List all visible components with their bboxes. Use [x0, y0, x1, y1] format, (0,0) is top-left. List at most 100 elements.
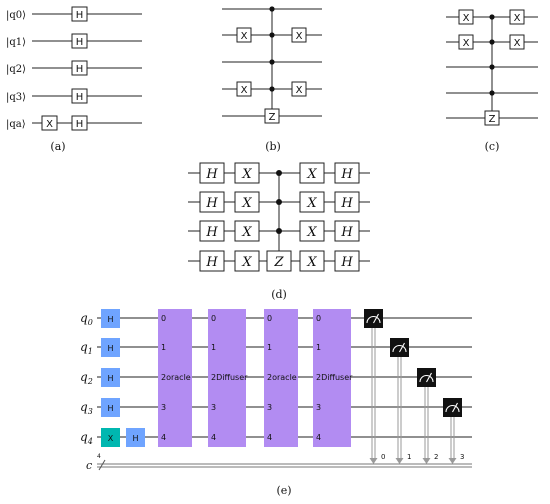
control-dot	[269, 86, 275, 92]
gate-label: X	[463, 13, 470, 24]
gate-label: X	[241, 85, 248, 96]
qubit-label-q3: q3	[80, 400, 93, 416]
svg-text:q3: q3	[80, 400, 93, 416]
diffuser-block: 0 1 2Diffuser 3 4	[208, 309, 248, 447]
panel-d-caption: (d)	[271, 288, 287, 301]
qubit-label-q4: q4	[80, 430, 93, 446]
block-port-label: 4	[316, 433, 321, 442]
classical-register-label: c	[86, 459, 92, 472]
block-port-label: 2Diffuser	[211, 373, 248, 382]
block-port-label: 2Diffuser	[316, 373, 353, 382]
block-port-label: 0	[267, 314, 272, 323]
gate-x: X	[458, 34, 474, 50]
panel-b-caption: (b)	[265, 140, 281, 153]
qubit-index: 0	[88, 318, 93, 327]
qubit-label-q1: q1	[80, 340, 93, 356]
qubit-index: 1	[88, 347, 93, 356]
measurement-q0: 0	[364, 309, 385, 464]
oracle-block: 0 1 2oracle 3 4	[264, 309, 298, 447]
block-port-label: 0	[316, 314, 321, 323]
qubit-label-q1: |q1⟩	[6, 37, 26, 48]
qubit-name: q	[80, 311, 88, 325]
qubit-label-q0: q0	[80, 311, 93, 327]
gate-z: Z	[266, 250, 292, 272]
measure-bit-label: 1	[407, 453, 411, 461]
gate-x: X	[236, 27, 252, 43]
control-dot	[489, 64, 495, 70]
block-port-label: 3	[316, 403, 321, 412]
control-dot	[276, 199, 282, 205]
panel-e: q0 q1 q2 q3 q4 c 4 H H H H X H 0 1 2orac…	[80, 309, 472, 497]
classical-register-width: 4	[97, 453, 101, 460]
gate-x: X	[299, 162, 325, 184]
gate-label: H	[76, 37, 84, 48]
gate-h: H	[199, 220, 225, 242]
gate-label: X	[241, 167, 252, 182]
control-dot	[269, 6, 275, 12]
gate-h: H	[71, 88, 88, 104]
panel-c: X X X X Z (c)	[446, 9, 538, 153]
gate-label: X	[306, 196, 317, 211]
diffuser-block: 0 1 2Diffuser 3 4	[313, 309, 353, 447]
block-port-label: 1	[161, 343, 166, 352]
gate-h: H	[199, 250, 225, 272]
block-port-label: 3	[161, 403, 166, 412]
gate-label: H	[107, 404, 113, 413]
gate-label: H	[76, 10, 84, 21]
panel-d: H H H H X X X X Z X X X X H H H H (d)	[188, 162, 370, 301]
gate-x: X	[458, 9, 474, 25]
gate-label: H	[132, 434, 138, 443]
gate-x: X	[236, 81, 252, 97]
panel-a-caption: (a)	[50, 140, 65, 153]
gate-label: H	[107, 315, 113, 324]
gate-label: H	[205, 196, 218, 211]
gate-h: H	[101, 368, 120, 387]
svg-text:q1: q1	[80, 340, 93, 356]
gate-x: X	[291, 81, 307, 97]
svg-text:q0: q0	[80, 311, 93, 327]
gate-h: H	[101, 309, 120, 328]
svg-text:q2: q2	[80, 370, 93, 386]
gate-label: X	[296, 31, 303, 42]
block-port-label: 2oracle	[161, 373, 191, 382]
gate-label: X	[241, 225, 252, 240]
gate-label: X	[46, 119, 53, 130]
gate-label: X	[514, 13, 521, 24]
gate-label: X	[306, 167, 317, 182]
gate-label: X	[241, 255, 252, 270]
gate-label: X	[306, 225, 317, 240]
panel-a: |q0⟩ |q1⟩ |q2⟩ |q3⟩ |qa⟩ H H H H X H (a)	[6, 6, 142, 153]
gate-h: H	[71, 60, 88, 76]
gate-label: X	[241, 31, 248, 42]
measure-bit-label: 2	[434, 453, 438, 461]
oracle-block: 0 1 2oracle 3 4	[158, 309, 192, 447]
block-port-label: 2oracle	[267, 373, 297, 382]
gate-x: X	[299, 191, 325, 213]
block-port-label: 0	[161, 314, 166, 323]
gate-h: H	[199, 191, 225, 213]
gate-h: H	[71, 115, 88, 131]
block-port-label: 0	[211, 314, 216, 323]
classical-register-wire	[97, 459, 472, 471]
gate-label: Z	[269, 112, 276, 123]
gate-x: X	[234, 220, 260, 242]
gate-h: H	[101, 398, 120, 417]
block-port-label: 1	[211, 343, 216, 352]
gate-x: X	[291, 27, 307, 43]
gate-h: H	[199, 162, 225, 184]
gate-label: H	[76, 64, 84, 75]
gate-label: H	[205, 167, 218, 182]
control-dot	[269, 59, 275, 65]
qubit-name: q	[80, 430, 88, 444]
panel-c-caption: (c)	[485, 140, 500, 153]
gate-h: H	[334, 162, 360, 184]
measure-bit-label: 3	[460, 453, 464, 461]
control-dot	[489, 39, 495, 45]
gate-z: Z	[264, 108, 280, 124]
qubit-name: q	[80, 400, 88, 414]
block-port-label: 4	[267, 433, 272, 442]
gate-label: X	[296, 85, 303, 96]
block-port-label: 1	[267, 343, 272, 352]
qubit-label-q2: |q2⟩	[6, 64, 26, 75]
qubit-label-q0: |q0⟩	[6, 10, 26, 21]
